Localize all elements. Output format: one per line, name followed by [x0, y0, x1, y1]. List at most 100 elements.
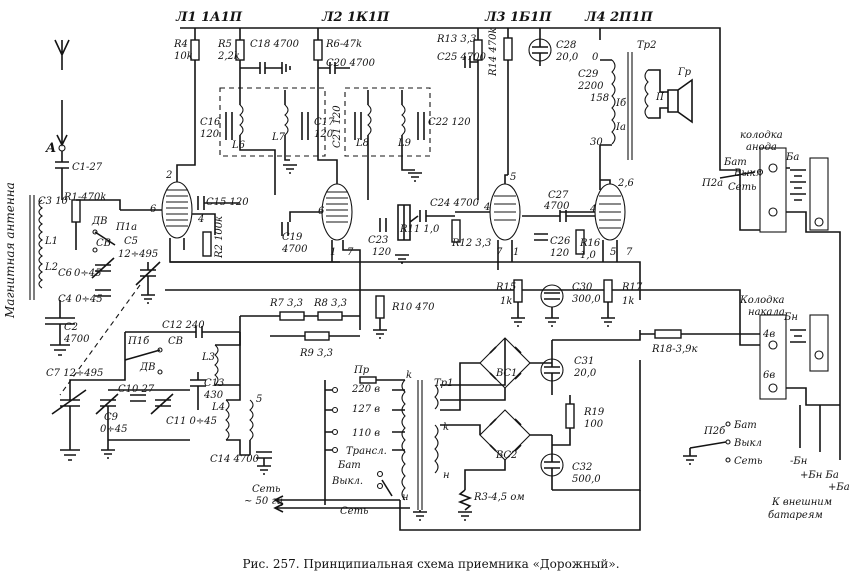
filament-plug-socket[interactable] [814, 350, 824, 360]
tube-4-plate-wire [600, 179, 611, 184]
c18-label: C18 4700 [250, 39, 300, 50]
resistor-r13 [473, 39, 483, 61]
c2-label: C2 [64, 322, 78, 333]
ground-c18 [281, 62, 291, 74]
l9-label: L9 [397, 138, 412, 149]
r10-label: R10 470 [391, 302, 435, 313]
bridge-bc1-diodes [489, 346, 522, 380]
p2a-label: П2а [701, 178, 723, 189]
c17-value: 120 [314, 129, 334, 140]
r1-wire [75, 199, 121, 250]
p2b-contact-vykl[interactable] [725, 439, 731, 445]
filament-block-line2: накала [748, 307, 785, 318]
ext-plus-ba: +Бa [828, 482, 850, 493]
filament-socket-4v[interactable] [768, 340, 778, 350]
ground-tp1 [413, 510, 427, 521]
r5-value: 2,2k [217, 51, 240, 62]
resistor-r8 [317, 311, 343, 321]
anode-battery-icon [790, 169, 806, 201]
mains-switch-arm[interactable] [381, 479, 393, 497]
mains-selector-contact-220[interactable] [331, 386, 339, 394]
resistor-r4 [190, 39, 200, 61]
mains-selector-contact-127[interactable] [331, 406, 339, 414]
p1a-contact-sv[interactable] [92, 247, 98, 253]
r7-label: R7 3,3 [269, 298, 303, 309]
trimmer-c6 [91, 257, 115, 279]
resistor-r10 [375, 295, 385, 319]
resistor-r5 [235, 39, 245, 61]
tp1-secondary-1 [434, 384, 439, 410]
mains-set-label: Сеть [252, 484, 281, 495]
mains-selector-contact-110[interactable] [331, 428, 339, 436]
tube-1-screen-wire [192, 213, 216, 235]
ground-c7 [60, 449, 80, 461]
l6-label: L6 [231, 140, 246, 151]
r19-wire [552, 395, 571, 446]
resistor-r14 [503, 37, 513, 61]
r18-label: R18-3,9к [651, 344, 698, 355]
capacitor-c1 [55, 161, 69, 169]
c15-label: C15 120 [206, 197, 249, 208]
c14-label: C14 4700 [210, 454, 260, 465]
t3-pin-5: 5 [510, 172, 516, 183]
filament-tap-4v: 4в [762, 329, 775, 340]
ground-if1 [283, 164, 297, 174]
p1b-switch-arm[interactable] [124, 349, 161, 361]
c23-label: C23 [368, 235, 388, 246]
p2b-switch-arm[interactable] [689, 441, 727, 449]
bridge-wire [440, 338, 552, 490]
potentiometer-r11[interactable] [397, 204, 419, 241]
mains-switch-contact-bat[interactable] [376, 470, 384, 478]
l3-label: L3 [201, 352, 215, 363]
resistor-r17 [603, 279, 613, 303]
mains-switch-contact-vykl[interactable] [376, 482, 384, 490]
mains-switch-vykl: Выкл. [331, 476, 363, 487]
c2-value: 4700 [63, 334, 90, 345]
c3-label: C3 10 [38, 196, 69, 207]
capacitor-c15 [197, 196, 240, 210]
p2b-contact-bat[interactable] [725, 421, 731, 427]
resistor-r2 [202, 231, 212, 257]
p2b-contact-set[interactable] [725, 457, 731, 463]
p2b-set: Сеть [734, 456, 763, 467]
p1a-switch-arm[interactable] [94, 231, 116, 246]
speaker-label: Гр [677, 67, 692, 78]
c31-plates [544, 330, 641, 395]
tube-3-filament [497, 240, 513, 270]
tube-1-plate-wire [176, 120, 196, 182]
c26-label: C26 [550, 236, 571, 247]
r15-value: 1k [500, 296, 512, 307]
anode-socket-minus[interactable] [768, 207, 778, 217]
filament-socket-6v[interactable] [768, 383, 778, 393]
p2b-label: П2б [703, 426, 726, 437]
anode-plug-socket[interactable] [814, 217, 824, 227]
anode-socket-plus[interactable] [768, 163, 778, 173]
t1-pin-2: 2 [165, 170, 172, 181]
p2a-switch-arm[interactable] [719, 171, 756, 179]
capacitor-c14 [256, 451, 272, 466]
p1a-contact-dv[interactable] [92, 229, 98, 235]
mains-switch-bat: Бат [337, 460, 361, 471]
tube-3-plate-wire [504, 174, 508, 184]
resistor-r12 [451, 219, 461, 243]
c7-label: C7 12÷495 [46, 368, 103, 379]
tp2-secondary-winding [644, 69, 649, 119]
tube-4-label: Л4 2П1П [584, 10, 653, 25]
tp2-primary-winding [611, 59, 616, 145]
t4-pin-5: 5 [610, 247, 616, 258]
ext-plus-bn-ba: +Бн Бa [800, 470, 839, 481]
fuse-label: Пр [353, 365, 370, 376]
c7-wire [69, 332, 126, 450]
c31-label: C31 [574, 356, 594, 367]
winding-ia: Iа [615, 122, 626, 133]
mains-selector-contact-trans[interactable] [331, 446, 339, 454]
figure-caption: Рис. 257. Принципиальная схема приемника… [242, 557, 619, 571]
tube-4-electrodes [599, 195, 621, 229]
c24-label: C24 4700 [430, 198, 480, 209]
p1b-contact-dv[interactable] [157, 369, 163, 375]
c32-plates [544, 435, 560, 490]
resistor-r1 [71, 199, 81, 223]
speaker-gr-icon [667, 78, 693, 124]
